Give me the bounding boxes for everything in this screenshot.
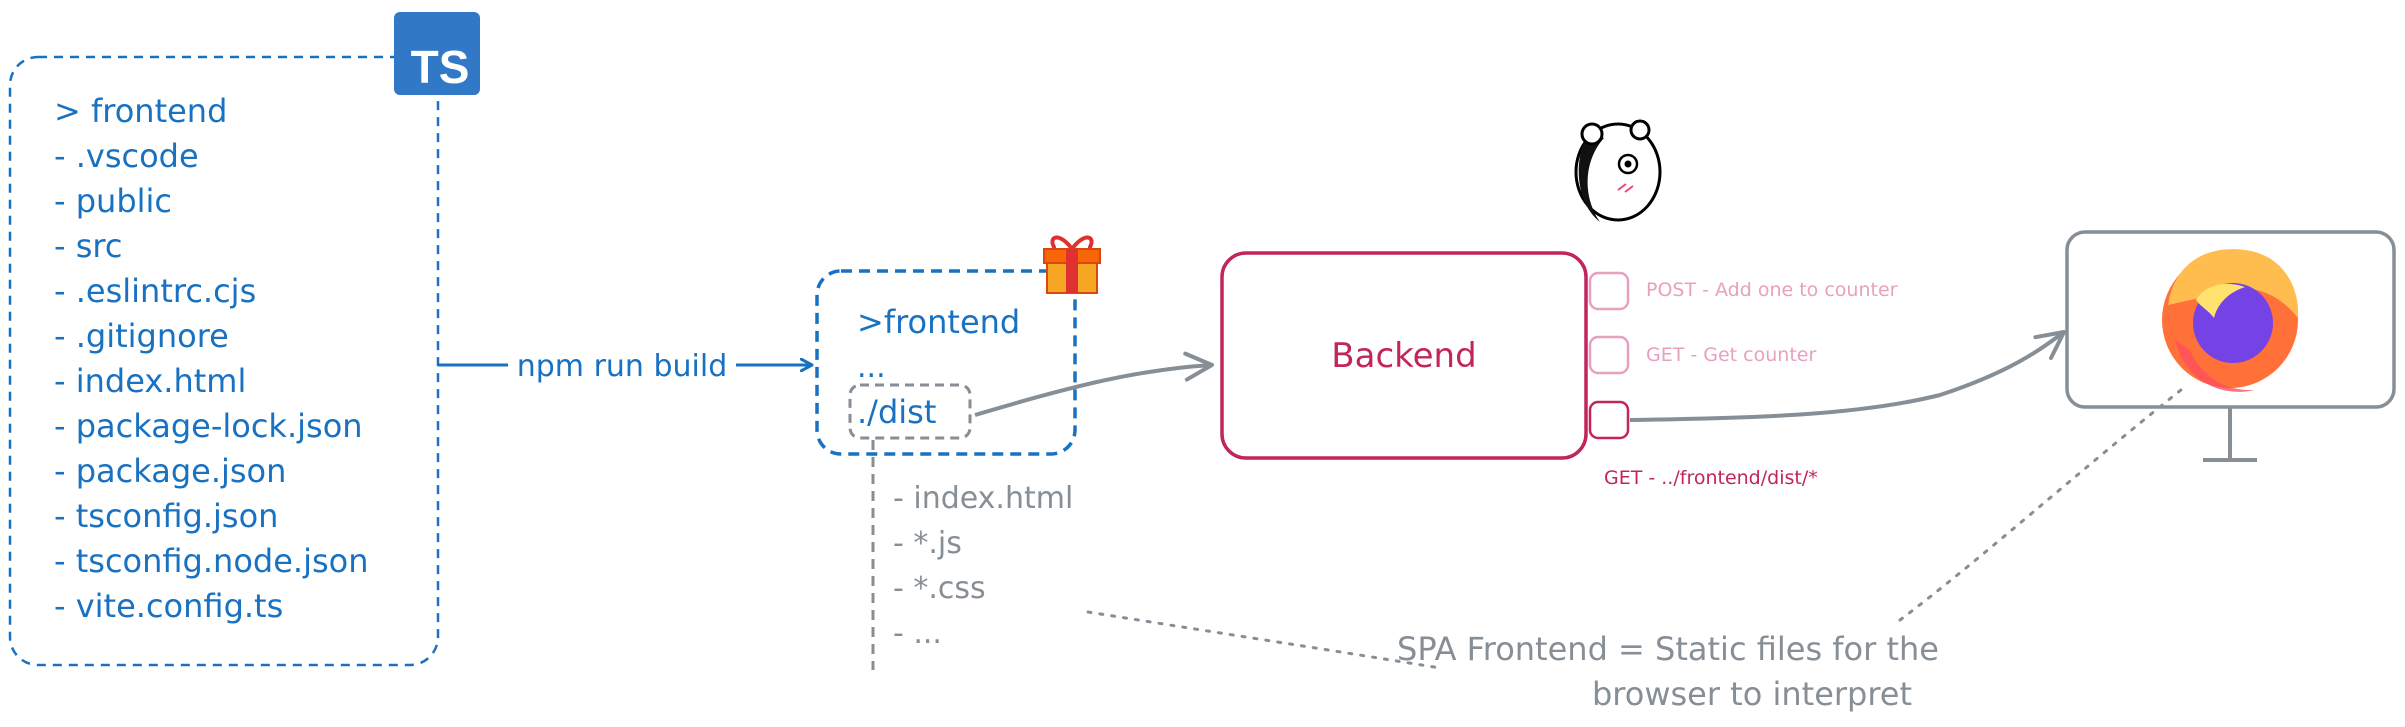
endpoint-label-post: POST - Add one to counter [1646,279,1898,301]
build-output-box [815,269,1077,456]
note-browser-connector [1898,384,2188,622]
typescript-badge-label: TS [411,41,470,93]
build-output-title: >frontend [857,303,1020,341]
backend-box [1220,251,1588,460]
project-file-list: > frontend - .vscode - public - src - .e… [54,92,368,625]
dist-note-connector [1086,610,1442,670]
file-list-item: - src [54,227,122,265]
file-list-item: - .gitignore [54,317,229,355]
build-command-label: npm run build [517,349,727,384]
dist-folder-label: ./dist [857,393,936,431]
file-list-item: - public [54,182,172,220]
dist-folder-box [848,383,972,440]
endpoint-port-post [1588,271,1630,311]
firefox-icon [2162,249,2299,392]
bear-mascot-icon [1574,119,1662,222]
file-list-item: > frontend [54,92,227,130]
file-list-item: - .vscode [54,137,199,175]
file-list-item: - vite.config.ts [54,587,283,625]
backend-to-browser-arrow [1629,330,2066,422]
file-list-item: - package.json [54,452,286,490]
file-list-item: - .eslintrc.cjs [54,272,256,310]
endpoint-label-get-static: GET - ../frontend/dist/* [1604,467,1818,489]
dist-file-list: - index.html - *.js - *.css - ... [893,481,1073,651]
endpoint-port-get-counter [1588,335,1630,375]
gift-icon [1043,235,1101,294]
typescript-logo-icon: TS [394,12,480,95]
dist-file-item: - *.js [893,526,962,561]
dist-file-item: - index.html [893,481,1073,516]
build-output-ellipsis: ... [857,350,886,385]
note-line-1: SPA Frontend = Static files for the [1397,630,1939,668]
endpoint-port-get-static [1588,400,1630,440]
file-list-item: - package-lock.json [54,407,363,445]
note-line-2: browser to interpret [1592,675,1912,713]
dist-file-item: - *.css [893,571,986,606]
file-list-item: - index.html [54,362,246,400]
file-list-item: - tsconfig.node.json [54,542,368,580]
project-folder-box [8,55,440,667]
file-list-item: - tsconfig.json [54,497,278,535]
endpoint-label-get-counter: GET - Get counter [1646,344,1816,366]
backend-label: Backend [1331,336,1476,376]
dist-to-backend-arrow [974,351,1214,417]
dist-file-item: - ... [893,616,942,651]
